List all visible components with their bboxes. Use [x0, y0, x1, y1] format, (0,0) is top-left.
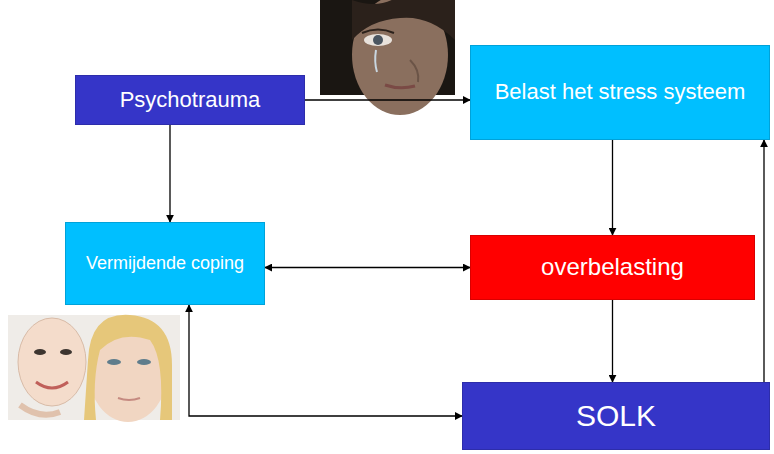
process-box: Psychotrauma [75, 75, 305, 125]
box-label: Belast het stress systeem [495, 79, 746, 105]
box-label: Vermijdende coping [86, 253, 244, 275]
arrow-connector [305, 99, 470, 100]
process-box: overbelasting [470, 235, 755, 300]
arrow-connector [265, 267, 470, 268]
crying-woman-photo [320, 0, 455, 115]
box-label: overbelasting [541, 253, 684, 282]
arrow-connector [612, 300, 613, 382]
process-box: Vermijdende coping [65, 222, 265, 305]
process-box: SOLK [462, 382, 770, 450]
arrow-connector [169, 125, 170, 222]
arrow-connector [763, 140, 764, 382]
box-label: SOLK [576, 398, 656, 434]
arrow-connector [612, 140, 613, 235]
process-box: Belast het stress systeem [470, 45, 770, 140]
box-label: Psychotrauma [120, 87, 261, 113]
arrow-connector [189, 305, 462, 416]
mask-face-photo [8, 315, 180, 422]
